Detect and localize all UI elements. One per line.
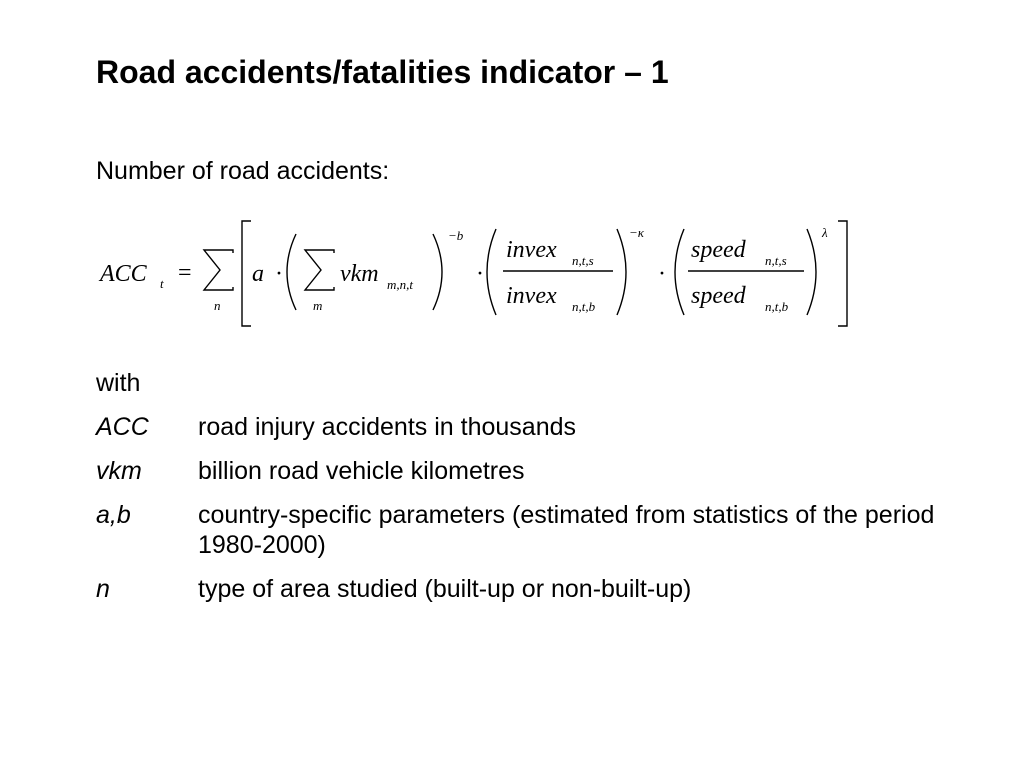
dot-operator-1: ·	[275, 261, 283, 287]
speed-denominator-subscript: n,t,b	[765, 299, 789, 314]
inner-sum-subscript: m	[313, 298, 322, 313]
definition-vkm: vkm billion road vehicle kilometres	[96, 456, 956, 486]
definition-symbol: a,b	[96, 501, 131, 529]
definition-symbol: ACC	[96, 413, 149, 441]
outer-sum-symbol	[202, 249, 234, 291]
with-label: with	[96, 369, 141, 397]
exponent-minus-b: −b	[448, 228, 464, 243]
formula-lhs-subscript: t	[160, 276, 164, 291]
right-paren-2	[616, 228, 627, 316]
inner-sum-symbol	[303, 249, 335, 291]
definition-n: n type of area studied (built-up or non-…	[96, 574, 956, 604]
formula-lhs: ACC	[98, 261, 148, 287]
definition-text: road injury accidents in thousands	[198, 413, 577, 441]
formula-equals: =	[178, 260, 192, 286]
outer-sum-subscript: n	[214, 298, 221, 313]
dot-operator-2: ·	[476, 261, 484, 287]
speed-numerator: speed	[691, 237, 747, 263]
definition-text: billion road vehicle kilometres	[198, 457, 525, 485]
dot-operator-3: ·	[658, 261, 666, 287]
invex-denominator-subscript: n,t,b	[572, 299, 596, 314]
invex-numerator-subscript: n,t,s	[572, 253, 594, 268]
exponent-lambda: λ	[821, 225, 828, 240]
definition-a-b: a,b country-specific parameters (estimat…	[96, 500, 956, 560]
definitions-section: with ACC road injury accidents in thousa…	[96, 368, 956, 618]
definition-acc: ACC road injury accidents in thousands	[96, 412, 956, 442]
invex-numerator: invex	[506, 237, 557, 263]
vkm-symbol: vkm	[340, 261, 379, 287]
param-a: a	[252, 261, 264, 287]
definition-text: country-specific parameters (estimated f…	[198, 501, 935, 559]
right-square-bracket	[838, 220, 848, 327]
left-paren-3	[674, 228, 685, 316]
definition-symbol: n	[96, 575, 110, 603]
left-square-bracket	[241, 220, 251, 327]
right-paren-1	[432, 233, 443, 311]
speed-numerator-subscript: n,t,s	[765, 253, 787, 268]
vkm-subscript: m,n,t	[387, 277, 413, 292]
slide-title: Road accidents/fatalities indicator – 1	[96, 54, 669, 90]
exponent-minus-kappa: −κ	[629, 225, 645, 240]
left-paren-2	[486, 228, 497, 316]
definition-text: type of area studied (built-up or non-bu…	[198, 575, 692, 603]
definition-symbol: vkm	[96, 457, 142, 485]
formula-intro: Number of road accidents:	[96, 157, 390, 185]
right-paren-3	[806, 228, 817, 316]
invex-denominator: invex	[506, 283, 557, 309]
left-paren-1	[286, 233, 297, 311]
speed-denominator: speed	[691, 283, 747, 309]
